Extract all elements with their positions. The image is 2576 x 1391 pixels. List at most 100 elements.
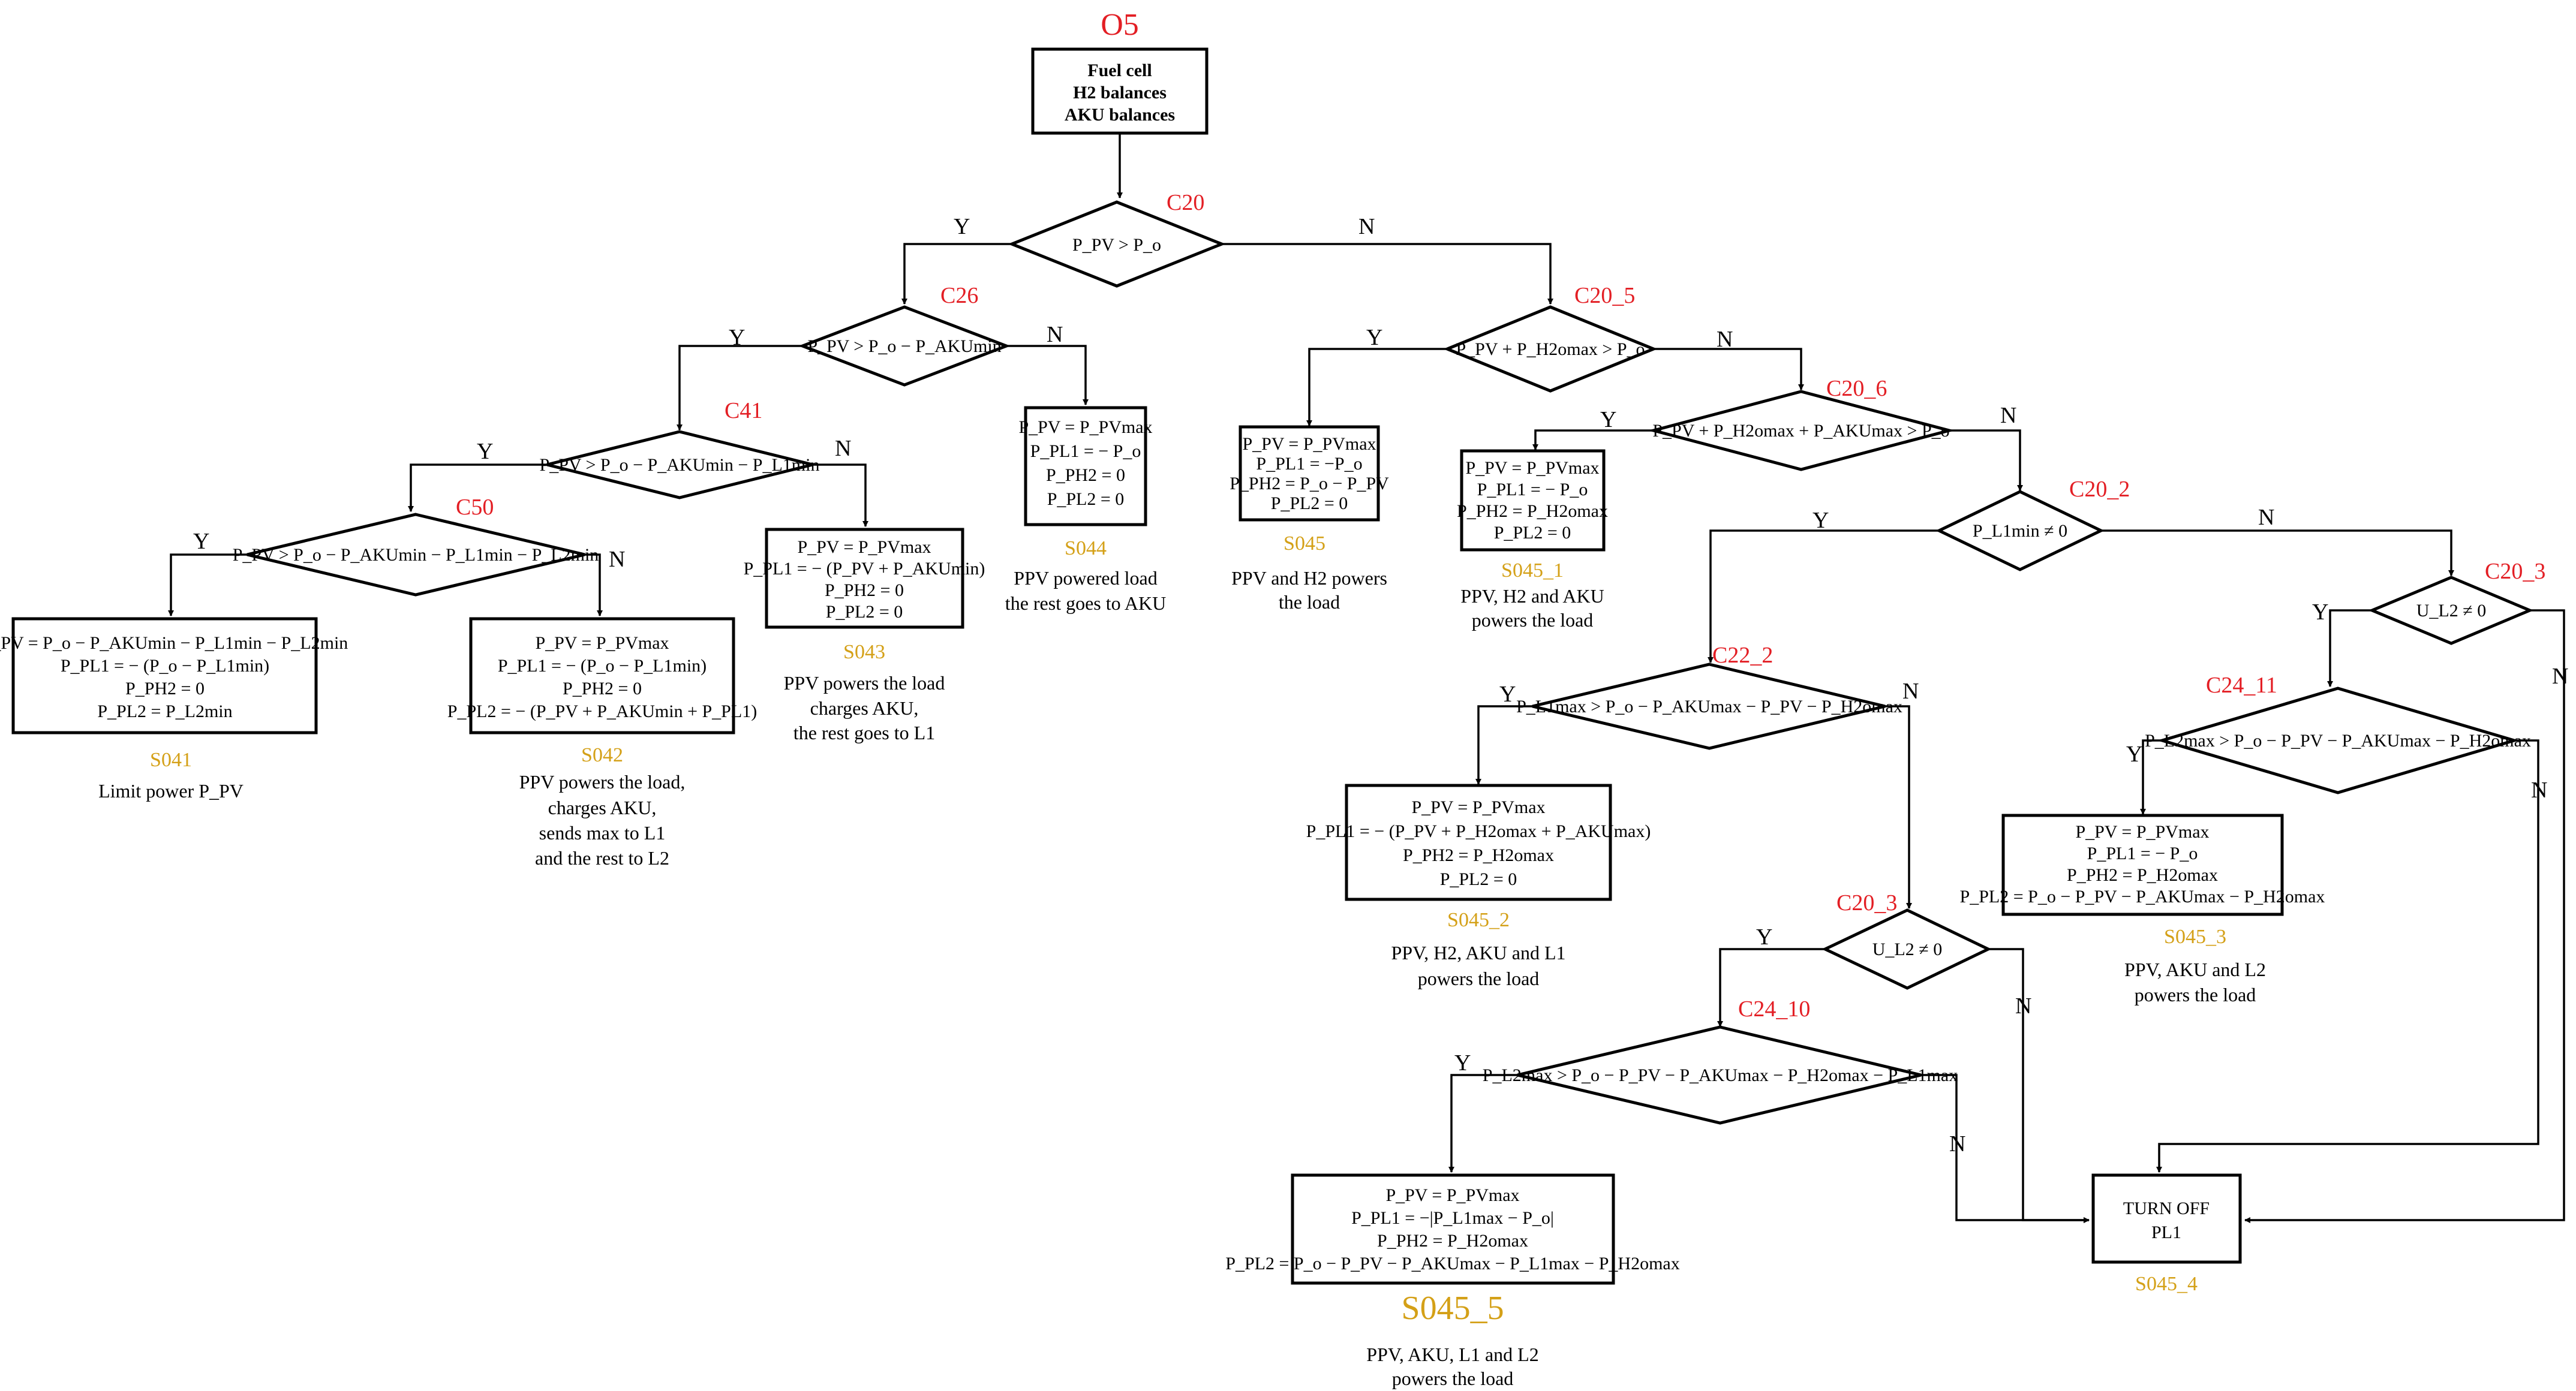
decision-c24_11-id: C24_11	[2206, 673, 2277, 698]
svg-text:P_PL1 = − P_o: P_PL1 = − P_o	[1477, 480, 1588, 499]
decision-c26: P_PV > P_o − P_AKUmin C26	[798, 283, 1011, 387]
label-c20-no: N	[1358, 214, 1375, 239]
decision-c20: P_PV > P_o C20	[1008, 190, 1226, 288]
state-s041-id: S041	[150, 749, 192, 771]
svg-text:PPV, H2, AKU and L1: PPV, H2, AKU and L1	[1391, 942, 1566, 964]
svg-text:PL1: PL1	[2151, 1223, 2181, 1242]
decision-c50: P_PV > P_o − P_AKUmin − P_L1min − P_L2mi…	[233, 495, 599, 597]
decision-c24_10: P_L2max > P_o − P_PV − P_AKUmax − P_H2om…	[1483, 996, 1958, 1125]
edge-labels: Y N Y N Y N Y N Y N Y N Y N Y N Y N Y N …	[193, 214, 2568, 1157]
svg-text:P_PH2 = 0: P_PH2 = 0	[825, 580, 904, 600]
svg-text:P_PV = P_PVmax: P_PV = P_PVmax	[535, 633, 669, 653]
state-s045_3-id: S045_3	[2164, 926, 2226, 948]
decision-c20_6-id: C20_6	[1826, 376, 1887, 401]
label-c20_6-no: N	[2000, 403, 2016, 428]
svg-text:powers the load: powers the load	[1392, 1368, 1514, 1389]
edge-c20-c20_5	[1222, 243, 1553, 305]
decision-c41-cond: P_PV > P_o − P_AKUmin − P_L1min	[540, 455, 820, 475]
decision-c20_3a-id: C20_3	[1836, 890, 1897, 916]
svg-text:PPV, AKU, L1 and L2: PPV, AKU, L1 and L2	[1366, 1344, 1538, 1365]
label-c20_2-no: N	[2258, 505, 2274, 530]
label-c24_11-no: N	[2531, 778, 2547, 803]
edge-c26-s044	[1006, 345, 1089, 405]
svg-text:the rest goes to L1: the rest goes to L1	[793, 722, 935, 743]
decision-c26-cond: P_PV > P_o − P_AKUmin	[807, 336, 1001, 356]
decision-c50-cond: P_PV > P_o − P_AKUmin − P_L1min − P_L2mi…	[233, 545, 599, 565]
svg-text:P_PL1 = − (P_o − P_L1min): P_PL1 = − (P_o − P_L1min)	[498, 656, 707, 676]
decision-c24_11-cond: P_L2max > P_o − P_PV − P_AKUmax − P_H2om…	[2145, 731, 2531, 751]
state-s045_2-id: S045_2	[1447, 909, 1510, 931]
svg-text:P_PV = P_PVmax: P_PV = P_PVmax	[1385, 1185, 1519, 1205]
edge-c20_3b-c24_11	[2327, 609, 2372, 687]
svg-text:P_PH2 = 0: P_PH2 = 0	[125, 679, 205, 698]
start-node: Fuel cell H2 balances AKU balances	[1031, 47, 1209, 135]
svg-text:PPV powers the load,: PPV powers the load,	[519, 771, 686, 793]
decision-c20-cond: P_PV > P_o	[1072, 235, 1161, 255]
svg-text:P_PH2 = P_H2omax: P_PH2 = P_H2omax	[1403, 845, 1554, 865]
svg-text:P_PV = P_PVmax: P_PV = P_PVmax	[797, 537, 931, 557]
svg-text:P_PL2 = P_L2min: P_PL2 = P_L2min	[97, 701, 232, 721]
edge-c20_3b-s045_4	[2244, 609, 2565, 1223]
label-c26-yes: Y	[729, 325, 745, 350]
edge-c26-c41	[677, 345, 802, 430]
svg-text:P_PH2 = P_o − P_PV: P_PH2 = P_o − P_PV	[1230, 474, 1389, 493]
svg-text:PPV powers the load: PPV powers the load	[784, 672, 945, 694]
svg-text:P_PL1 = − (P_PV + P_AKUmin): P_PL1 = − (P_PV + P_AKUmin)	[744, 559, 985, 579]
edge-c24_11-s045_4	[2156, 739, 2539, 1173]
svg-text:charges AKU,: charges AKU,	[810, 697, 919, 719]
state-s045_3: P_PV = P_PVmax P_PL1 = − P_o P_PH2 = P_H…	[1960, 814, 2325, 1005]
svg-text:P_PL2 = P_o − P_PV − P_AKUmax: P_PL2 = P_o − P_PV − P_AKUmax − P_H2omax	[1960, 887, 2325, 907]
svg-text:P_PL2 = 0: P_PL2 = 0	[1271, 493, 1348, 513]
label-c20_6-yes: Y	[1600, 407, 1616, 432]
start-line-3: AKU balances	[1065, 105, 1175, 125]
edge-c24_10-s045_4	[1921, 1074, 2090, 1223]
label-c26-no: N	[1047, 322, 1063, 347]
svg-text:PPV, AKU and L2: PPV, AKU and L2	[2124, 959, 2266, 980]
start-line-2: H2 balances	[1073, 83, 1167, 103]
edge-c20-c26	[901, 243, 1012, 305]
decision-c22_2-id: C22_2	[1712, 643, 1773, 668]
edge-c24_11-s045_3	[2140, 739, 2162, 815]
svg-text:P_PH2 = P_H2omax: P_PH2 = P_H2omax	[2067, 865, 2218, 885]
svg-text:P_PV = P_PVmax: P_PV = P_PVmax	[1018, 417, 1152, 437]
label-c50-no: N	[609, 547, 625, 572]
decision-c20_6: P_PV + P_H2omax + P_AKUmax > P_o C20_6	[1648, 376, 1955, 471]
decision-c20_3b-id: C20_3	[2485, 559, 2545, 584]
svg-text:P_PL1 = − (P_o − P_L1min): P_PL1 = − (P_o − P_L1min)	[61, 656, 269, 676]
state-s042: P_PV = P_PVmax P_PL1 = − (P_o − P_L1min)…	[447, 617, 757, 869]
svg-text:powers the load: powers the load	[2135, 984, 2256, 1005]
label-c24_11-yes: Y	[2126, 742, 2142, 767]
state-s045_2: P_PV = P_PVmax P_PL1 = − (P_PV + P_H2oma…	[1306, 784, 1651, 989]
decision-c20_6-cond: P_PV + P_H2omax + P_AKUmax > P_o	[1652, 421, 1949, 441]
state-s045_5-id: S045_5	[1401, 1290, 1504, 1327]
edge-c41-c50	[408, 463, 547, 512]
state-s044-id: S044	[1065, 537, 1107, 559]
svg-text:P_PH2 = 0: P_PH2 = 0	[563, 679, 642, 698]
label-c22_2-no: N	[1902, 679, 1919, 704]
svg-text:P_PH2 = P_H2omax: P_PH2 = P_H2omax	[1377, 1231, 1528, 1251]
svg-text:charges AKU,: charges AKU,	[548, 797, 657, 818]
label-c22_2-yes: Y	[1499, 682, 1516, 707]
decision-c24_10-cond: P_L2max > P_o − P_PV − P_AKUmax − P_H2om…	[1483, 1065, 1958, 1085]
state-s045_1: P_PV = P_PVmax P_PL1 = − P_o P_PH2 = P_H…	[1457, 449, 1608, 631]
edge-c41-s043	[813, 463, 868, 527]
edge-c22_2-s045_2	[1475, 705, 1532, 785]
decision-c20_5-id: C20_5	[1574, 283, 1635, 308]
state-s045_1-id: S045_1	[1501, 559, 1564, 582]
state-s042-id: S042	[581, 744, 623, 766]
svg-text:TURN OFF: TURN OFF	[2123, 1199, 2210, 1218]
label-c20-yes: Y	[954, 214, 970, 239]
state-s044: P_PV = P_PVmax P_PL1 = − P_o P_PH2 = 0 P…	[1005, 406, 1166, 614]
label-c20_3b-no: N	[2552, 664, 2568, 689]
svg-text:PPV powered load: PPV powered load	[1014, 567, 1157, 589]
edge-c20_6-c20_2	[1949, 429, 2023, 491]
svg-text:Limit power P_PV: Limit power P_PV	[98, 780, 244, 802]
svg-text:P_PL2 = P_o − P_PV − P_AKUmax: P_PL2 = P_o − P_PV − P_AKUmax − P_L1max …	[1225, 1254, 1679, 1273]
edge-c20_3a-c24_10	[1717, 948, 1825, 1027]
svg-text:PPV and H2 powers: PPV and H2 powers	[1231, 567, 1387, 589]
svg-text:P_PV = P_PVmax: P_PV = P_PVmax	[1242, 434, 1376, 454]
decision-c41-id: C41	[725, 398, 762, 423]
label-c20_5-yes: Y	[1366, 325, 1382, 350]
label-c20_2-yes: Y	[1812, 508, 1829, 533]
state-s043: P_PV = P_PVmax P_PL1 = − (P_PV + P_AKUmi…	[744, 528, 985, 743]
